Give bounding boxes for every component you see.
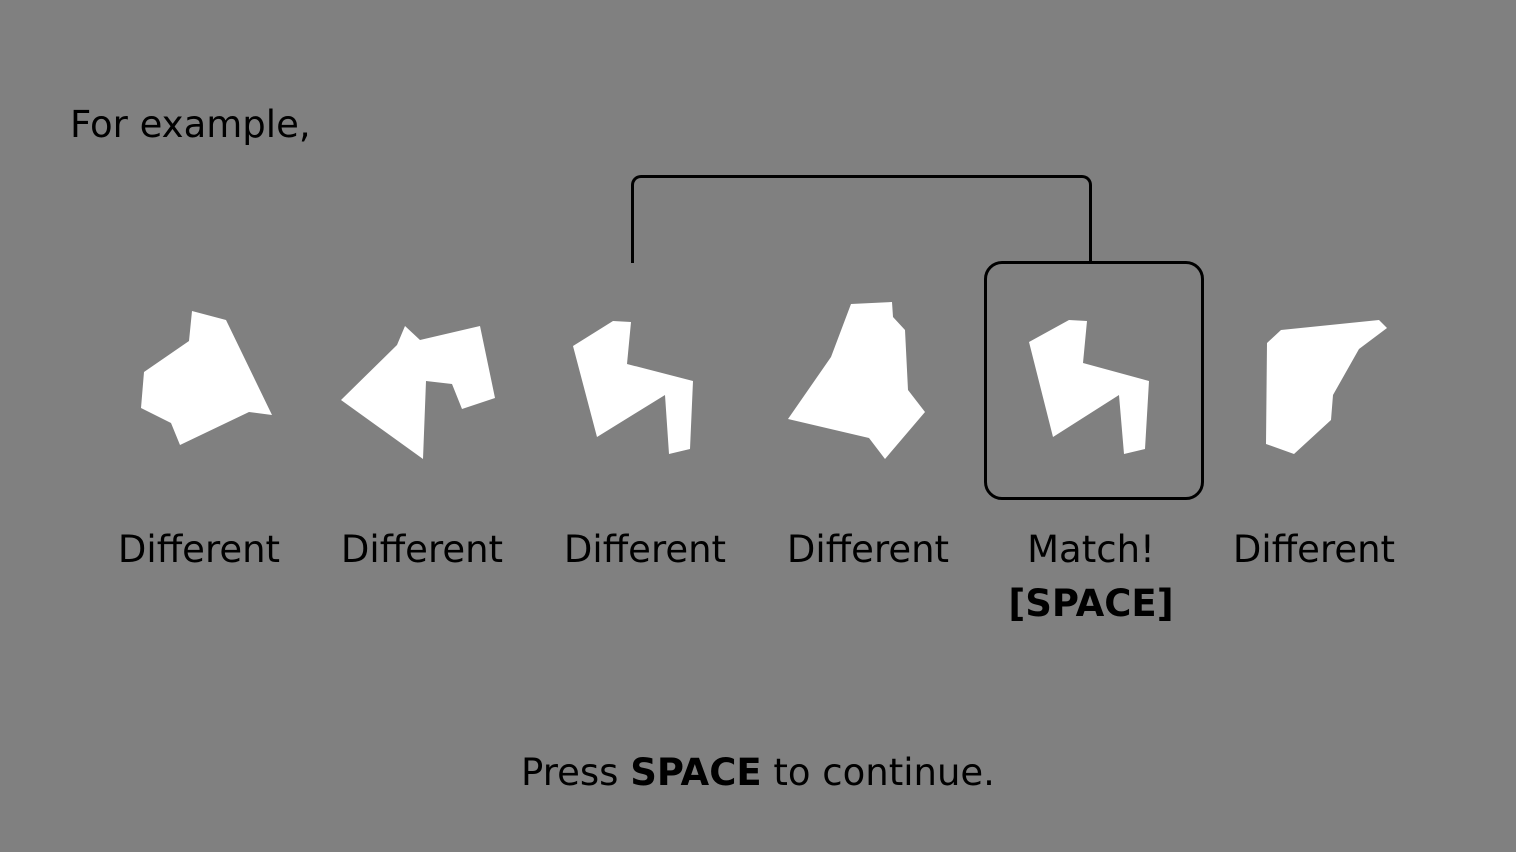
- continue-key: SPACE: [630, 751, 762, 794]
- stimulus-shape-6: [1266, 320, 1387, 454]
- stimulus-shape-3: [573, 321, 693, 454]
- trial-label-text: Different: [1232, 528, 1396, 571]
- intro-text: For example,: [70, 103, 311, 146]
- continue-prompt: Press SPACE to continue.: [0, 749, 1516, 797]
- stimulus-shape-1: [141, 311, 272, 445]
- trial-label-2: Different: [312, 527, 532, 573]
- trial-label-6: Different: [1204, 527, 1424, 573]
- match-highlight-box: [984, 261, 1204, 500]
- trial-label-text: Different: [786, 528, 950, 571]
- continue-prompt-prefix: Press: [521, 751, 619, 794]
- match-connector-bracket: [631, 175, 1092, 263]
- trial-label-text: Different: [117, 528, 281, 571]
- trial-label-1: Different: [89, 527, 309, 573]
- trial-label-3: Different: [535, 527, 755, 573]
- stimulus-shape-5: [1029, 320, 1149, 454]
- trial-label-text: Different: [340, 528, 504, 571]
- stimulus-shape-2: [341, 326, 495, 459]
- trial-label-4: Different: [758, 527, 978, 573]
- trial-label-text: Different: [563, 528, 727, 571]
- continue-prompt-suffix: to continue.: [773, 751, 995, 794]
- trial-label-5: Match! [SPACE]: [981, 527, 1201, 635]
- match-key-hint: [SPACE]: [1008, 582, 1174, 625]
- stimulus-shape-4: [788, 302, 925, 459]
- trial-label-text: Match!: [1027, 528, 1155, 571]
